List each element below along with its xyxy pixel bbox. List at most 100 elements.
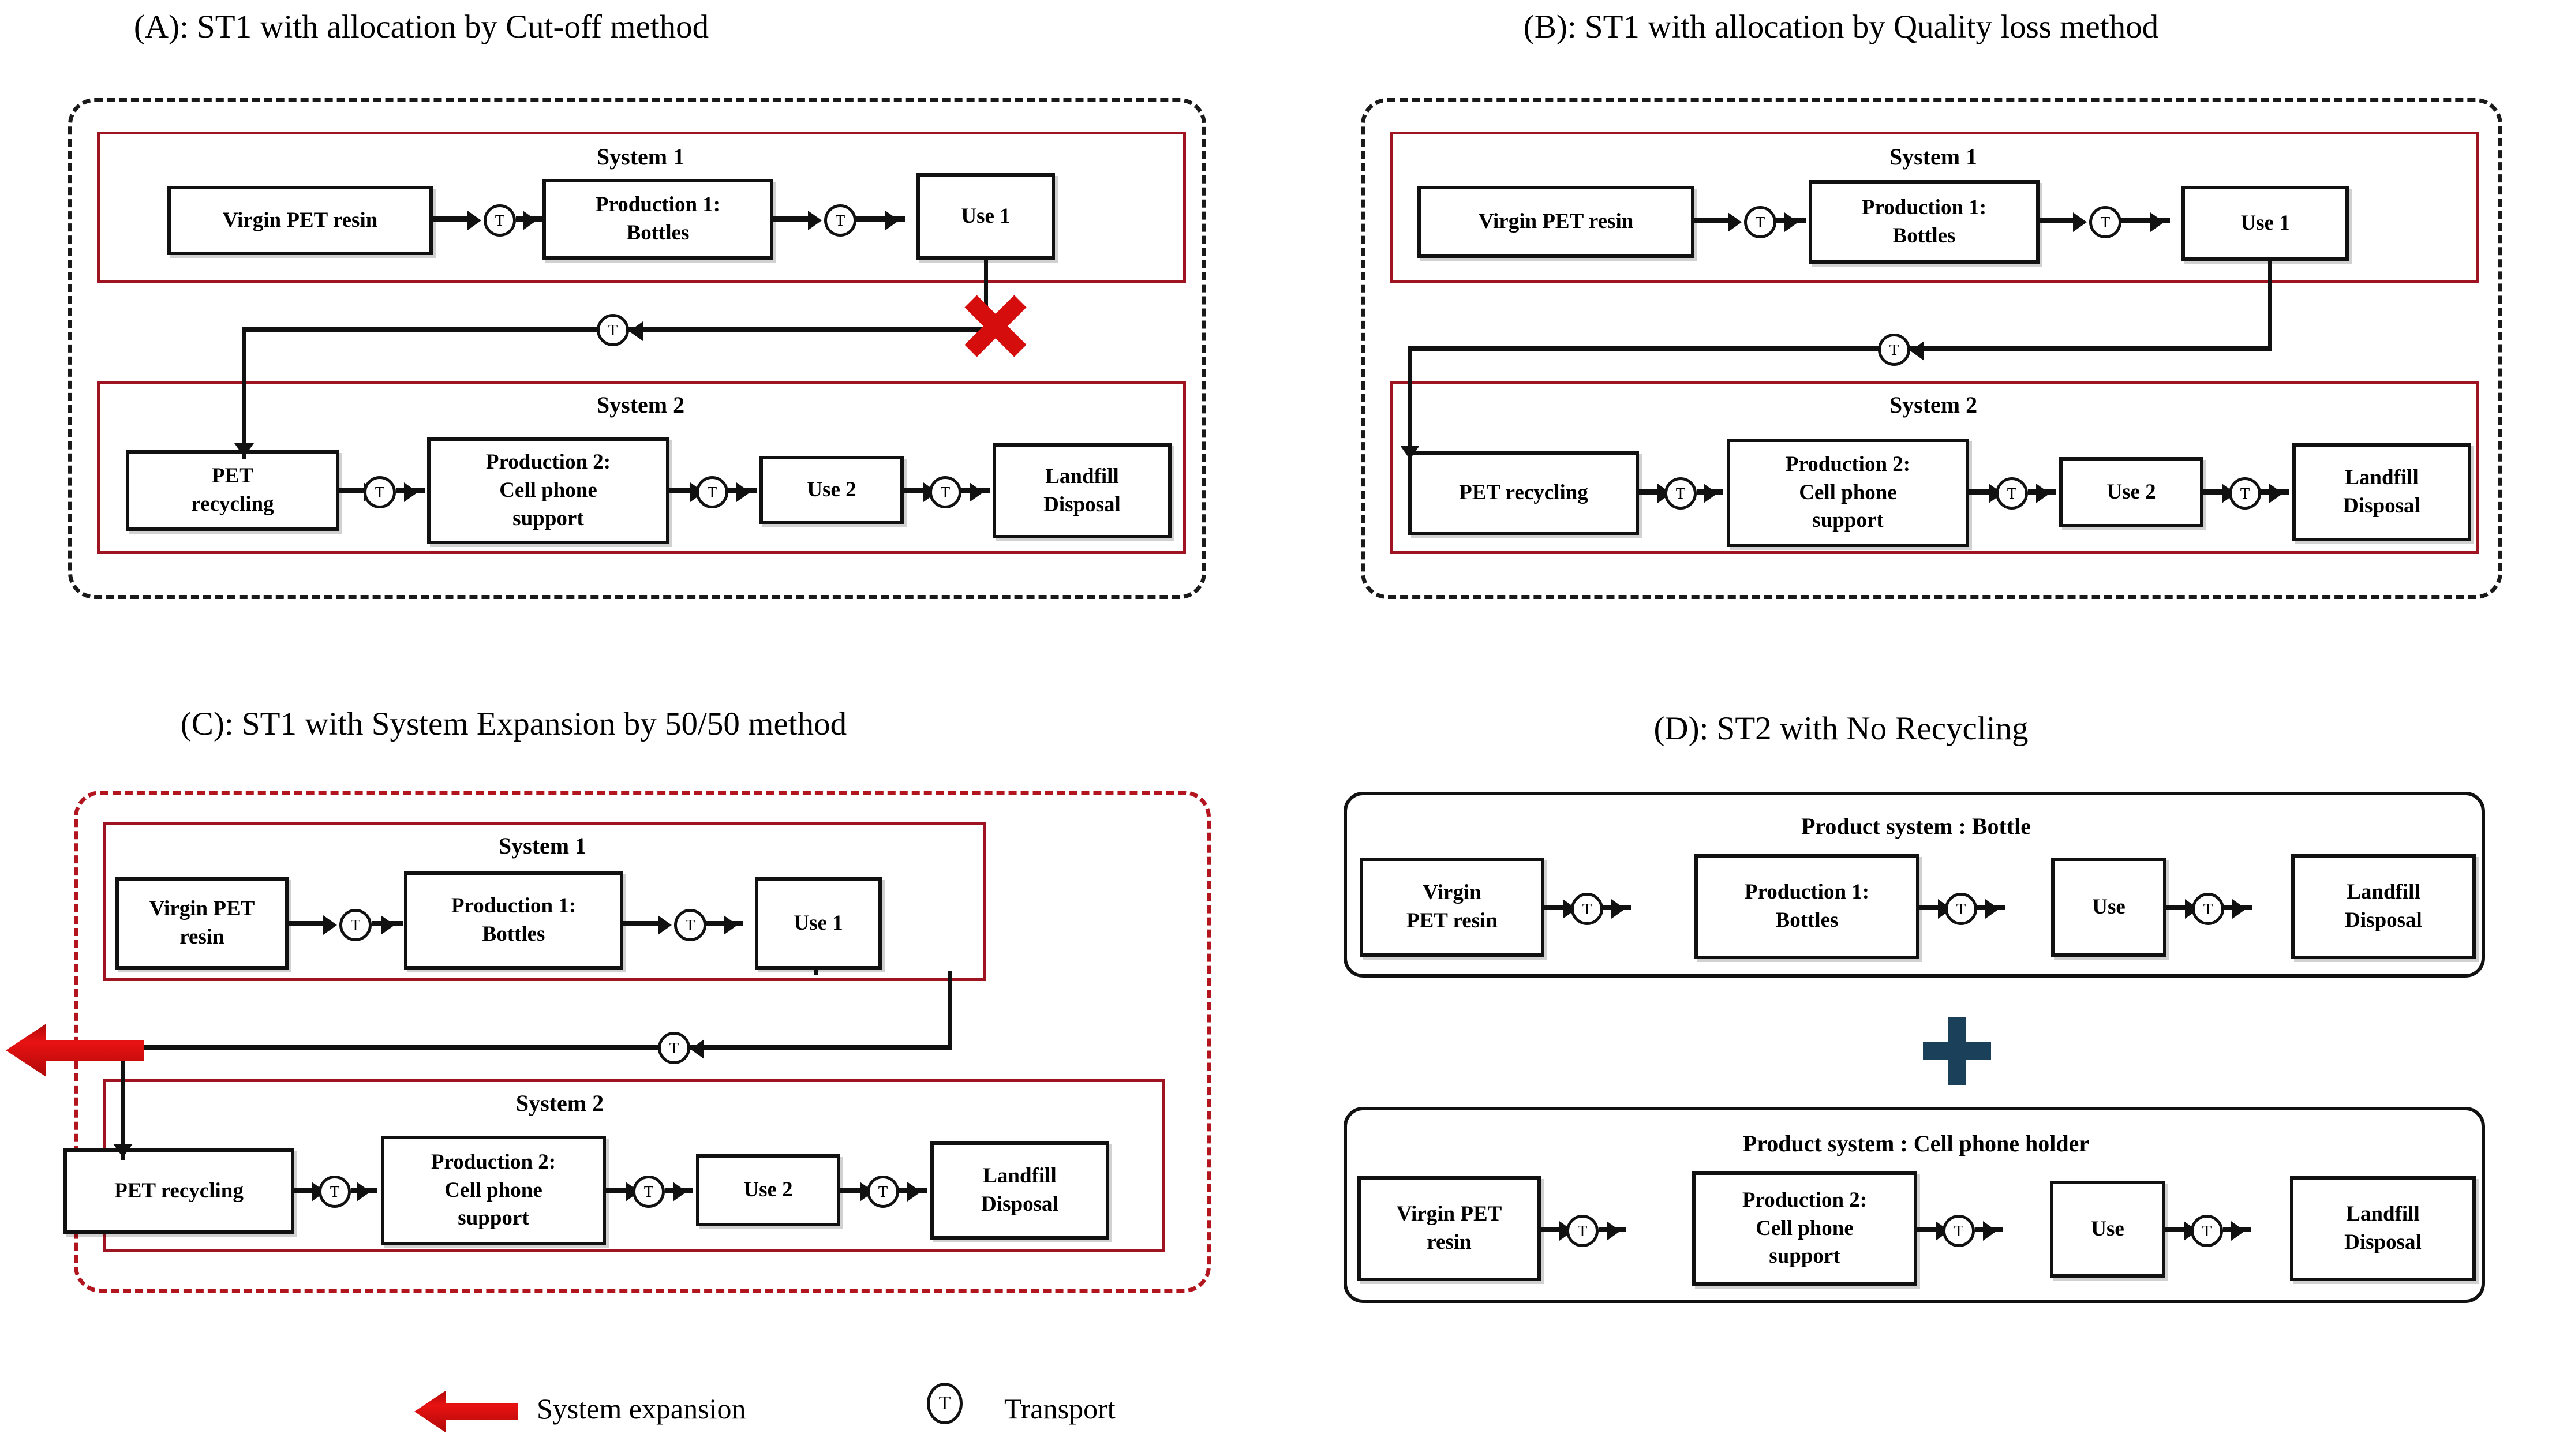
- panel-d-s1-arrowhead-4: [1985, 899, 1999, 919]
- panel-c-s2-conn-1: [294, 1188, 321, 1193]
- panel-c-s2-conn-3: [606, 1188, 634, 1193]
- panel-d-s2-transport-1: T: [1566, 1215, 1599, 1247]
- panel-b-loop-down: [2268, 261, 2272, 350]
- panel-d-s1-transport-1: T: [1571, 893, 1603, 925]
- panel-a-s2-arrowhead-6: [970, 482, 983, 502]
- panel-a-loop-arrowhead: [629, 321, 643, 341]
- panel-a-s2-arrowhead-4: [736, 482, 750, 502]
- panel-a-transport-5: T: [929, 476, 961, 508]
- panel-b-transport-3: T: [1664, 477, 1697, 510]
- panel-d-s2-transport-3: T: [2191, 1215, 2223, 1247]
- panel-c-box-pet-recycling: PET recycling: [63, 1148, 294, 1234]
- panel-d-subsystem1-label: Product system : Bottle: [1801, 813, 2031, 839]
- panel-b-s2-conn-3: [1969, 489, 1997, 495]
- panel-d-s1-arrowhead-2: [1611, 899, 1625, 919]
- panel-d-title: (D): ST2 with No Recycling: [1653, 710, 2029, 747]
- panel-d-s1-transport-3: T: [2192, 893, 2224, 925]
- panel-d-s2-arrowhead-6: [2231, 1221, 2245, 1241]
- panel-a-transport-loop: T: [597, 314, 629, 346]
- panel-b-arrowhead-3: [2073, 212, 2087, 232]
- legend-system-expansion-label: System expansion: [537, 1393, 746, 1425]
- panel-a-arrowhead-2: [523, 211, 537, 230]
- panel-b-box-use2: Use 2: [2059, 457, 2203, 527]
- panel-b-system-boundary: [1361, 98, 2502, 599]
- panel-c-transport-4: T: [633, 1176, 665, 1208]
- panel-a-box-use1: Use 1: [916, 173, 1055, 260]
- panel-c-loop-horiz: [121, 1045, 952, 1050]
- panel-a-box-virgin-pet-resin: Virgin PET resin: [167, 186, 433, 255]
- panel-a-transport-4: T: [696, 476, 728, 508]
- panel-d-s2-conn-3: [1917, 1227, 1945, 1232]
- panel-d-s2-transport-2: T: [1943, 1215, 1975, 1247]
- panel-c-system1-label: System 1: [498, 833, 587, 859]
- panel-a-s2-conn-5: [904, 488, 933, 493]
- panel-b-system2-label: System 2: [1889, 392, 1978, 418]
- panel-b-transport-1: T: [1744, 206, 1776, 238]
- legend-transport-icon: T: [927, 1383, 963, 1424]
- panel-d-s1-conn-5: [2166, 905, 2194, 910]
- panel-a-s2-conn-1: [339, 488, 368, 493]
- panel-a-arrowhead-4: [885, 211, 899, 230]
- panel-a-box-use2: Use 2: [759, 456, 904, 524]
- panel-a-transport-3: T: [364, 476, 396, 508]
- panel-b-transport-loop: T: [1878, 334, 1910, 366]
- system-expansion-arrow-icon: [6, 1024, 144, 1077]
- panel-a-system1-label: System 1: [596, 144, 685, 170]
- panel-d-s2-conn-5: [2165, 1227, 2193, 1232]
- panel-a-arrowhead-1: [467, 211, 481, 230]
- panel-b-s2-arrowhead-6: [2269, 484, 2283, 503]
- panel-c-box-use1: Use 1: [755, 877, 882, 970]
- panel-c-box-production1: Production 1:Bottles: [404, 871, 623, 970]
- panel-d-s2-arrowhead-2: [1607, 1221, 1621, 1241]
- panel-a-conn-4: [856, 216, 905, 222]
- panel-b-s2-arrowhead-2: [1704, 484, 1717, 503]
- panel-b-box-use1: Use 1: [2181, 186, 2349, 261]
- panel-c-loop-down: [948, 971, 952, 1049]
- panel-b-loop-arrowhead: [1910, 341, 1924, 361]
- panel-b-arrowhead-4: [2150, 212, 2164, 232]
- panel-b-box-pet-recycling: PET recycling: [1408, 451, 1639, 535]
- panel-d-s1-box-production1: Production 1:Bottles: [1694, 854, 1919, 959]
- panel-c-arrowhead-2: [381, 915, 395, 935]
- panel-a-arrowhead-3: [808, 211, 822, 230]
- panel-b-title: (B): ST1 with allocation by Quality loss…: [1523, 9, 2159, 45]
- panel-c-transport-3: T: [319, 1176, 351, 1208]
- panel-a-system-boundary: [68, 98, 1206, 599]
- panel-c-arrowhead-4: [724, 915, 738, 935]
- panel-c-transport-1: T: [339, 909, 372, 941]
- panel-b-transport-2: T: [2089, 206, 2121, 238]
- panel-b-s2-conn-5: [2203, 489, 2231, 495]
- panel-a-loop-down: [984, 260, 988, 329]
- panel-c-conn-1: [289, 921, 323, 926]
- panel-c-arrowhead-1: [323, 915, 337, 935]
- panel-d-s1-transport-2: T: [1945, 893, 1977, 925]
- panel-c-loop-drop-arrowhead: [113, 1144, 133, 1158]
- panel-a-system2-label: System 2: [596, 392, 685, 418]
- panel-c-loop-drop: [121, 1045, 125, 1160]
- panel-c-s2-arrowhead-4: [673, 1182, 687, 1202]
- panel-a-box-production1: Production 1:Bottles: [542, 179, 773, 260]
- panel-a-transport-1: T: [484, 204, 516, 237]
- panel-c-s2-arrowhead-6: [907, 1182, 921, 1202]
- panel-b-arrowhead-1: [1728, 212, 1742, 232]
- panel-c-conn-3: [623, 921, 658, 926]
- legend-transport-label: Transport: [1004, 1393, 1116, 1425]
- panel-c-transport-loop: T: [658, 1032, 690, 1064]
- panel-d-s1-conn-1: [1544, 905, 1572, 910]
- panel-c-transport-5: T: [867, 1176, 899, 1208]
- panel-c-loop-arrowhead: [690, 1039, 704, 1059]
- panel-b-conn-1: [1694, 218, 1728, 223]
- panel-d-s2-box-use: Use: [2050, 1181, 2165, 1278]
- panel-b-arrowhead-2: [1784, 212, 1798, 232]
- panel-b-s2-conn-1: [1639, 489, 1666, 495]
- panel-d-s1-box-use: Use: [2051, 858, 2166, 957]
